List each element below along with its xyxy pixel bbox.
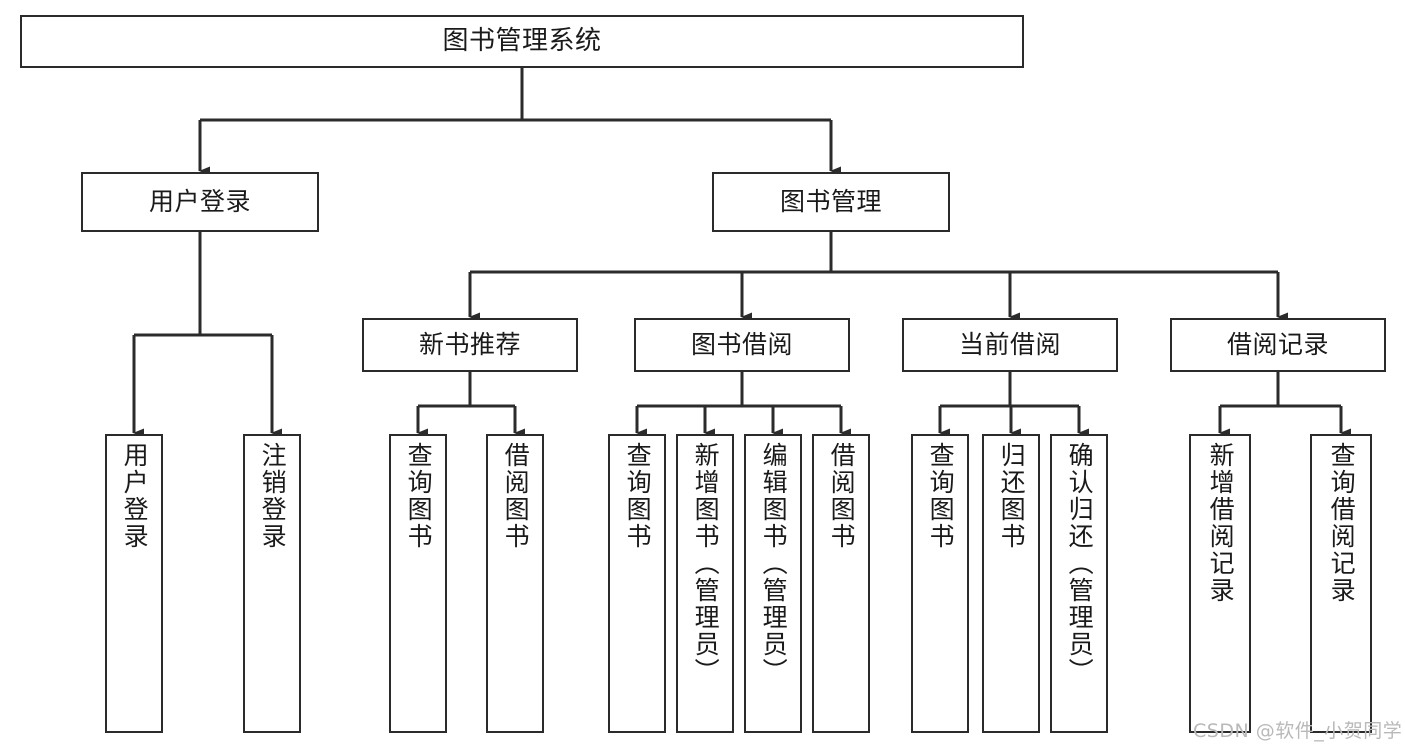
node-label: 借阅图书 xyxy=(827,442,857,550)
node-label: 归还图书 xyxy=(997,442,1027,550)
node-label: 借阅图书 xyxy=(501,442,531,550)
node-user-login[interactable]: 用户登录 xyxy=(81,172,319,232)
node-label: 用户登录 xyxy=(148,187,251,217)
node-leaf-confirm-return[interactable]: 确认归还（管理员） xyxy=(1050,434,1108,733)
node-current-borrow[interactable]: 当前借阅 xyxy=(902,318,1118,372)
node-label: 图书管理系统 xyxy=(442,26,602,57)
node-book-manage[interactable]: 图书管理 xyxy=(712,172,950,232)
node-label: 图书借阅 xyxy=(690,330,793,360)
node-leaf-user-logout[interactable]: 注销登录 xyxy=(243,434,301,733)
node-label: 查询图书 xyxy=(404,442,434,550)
node-leaf-return-book[interactable]: 归还图书 xyxy=(982,434,1040,733)
node-label: 编辑图书（管理员） xyxy=(759,442,789,685)
node-label: 查询借阅记录 xyxy=(1327,442,1357,604)
node-leaf-query-record[interactable]: 查询借阅记录 xyxy=(1310,434,1372,733)
node-label: 确认归还（管理员） xyxy=(1065,442,1095,685)
node-label: 图书管理 xyxy=(779,187,882,217)
node-leaf-user-login[interactable]: 用户登录 xyxy=(105,434,163,733)
csdn-watermark: CSDN @软件_小贺同学 xyxy=(1193,720,1403,742)
node-leaf-borrow-book-2[interactable]: 借阅图书 xyxy=(812,434,870,733)
node-leaf-query-book-1[interactable]: 查询图书 xyxy=(389,434,447,733)
node-label: 新增借阅记录 xyxy=(1206,442,1236,604)
node-borrow-record[interactable]: 借阅记录 xyxy=(1170,318,1386,372)
node-label: 注销登录 xyxy=(258,442,288,550)
edge-group xyxy=(132,68,1351,438)
node-new-book-rec[interactable]: 新书推荐 xyxy=(362,318,578,372)
node-label: 查询图书 xyxy=(926,442,956,550)
node-label: 借阅记录 xyxy=(1226,330,1329,360)
node-book-borrow[interactable]: 图书借阅 xyxy=(634,318,850,372)
node-root[interactable]: 图书管理系统 xyxy=(20,15,1024,68)
node-leaf-query-book-3[interactable]: 查询图书 xyxy=(911,434,969,733)
node-label: 当前借阅 xyxy=(958,330,1061,360)
node-label: 新书推荐 xyxy=(418,330,521,360)
node-label: 用户登录 xyxy=(120,442,150,550)
node-label: 查询图书 xyxy=(623,442,653,550)
node-leaf-borrow-book-1[interactable]: 借阅图书 xyxy=(486,434,544,733)
node-label: 新增图书（管理员） xyxy=(691,442,721,685)
node-leaf-edit-book[interactable]: 编辑图书（管理员） xyxy=(744,434,802,733)
node-leaf-add-book[interactable]: 新增图书（管理员） xyxy=(676,434,734,733)
node-leaf-add-record[interactable]: 新增借阅记录 xyxy=(1189,434,1251,733)
node-leaf-query-book-2[interactable]: 查询图书 xyxy=(608,434,666,733)
